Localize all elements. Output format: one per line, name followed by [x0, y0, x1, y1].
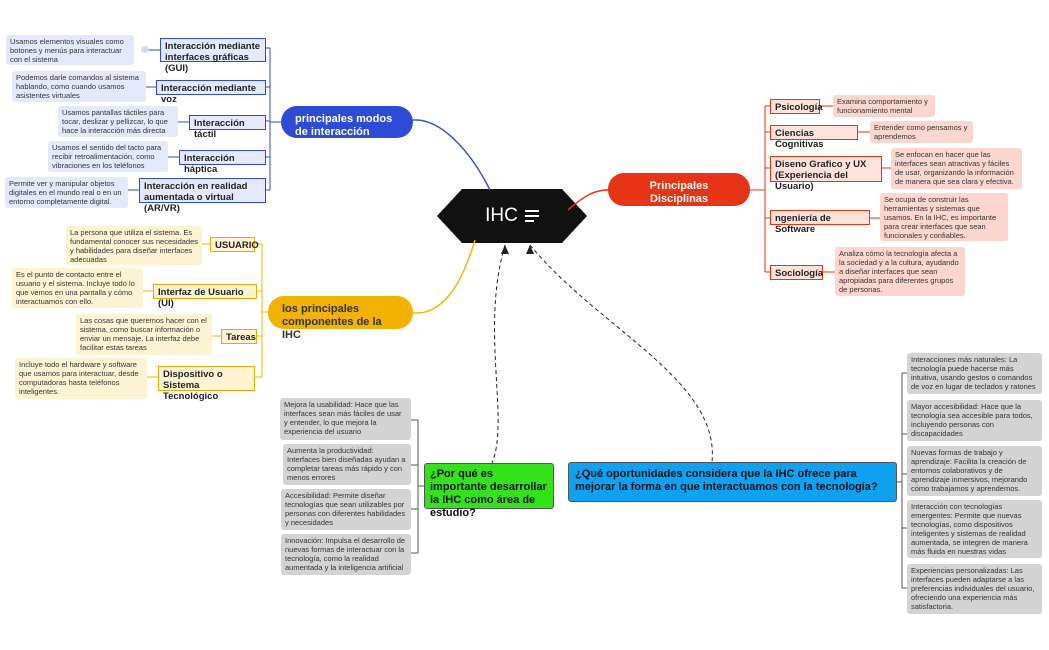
note-ui: Es el punto de contacto entre el usuario…: [12, 268, 143, 308]
branch-why[interactable]: ¿Por qué es importante desarrollar la IH…: [424, 463, 554, 519]
topic-arvr[interactable]: Interacción en realidad aumentada o virt…: [139, 178, 266, 214]
note-why-usabilidad: Mejora la usabilidad: Hace que las inter…: [280, 398, 411, 440]
topic-software[interactable]: ngeniería de Software: [770, 210, 870, 235]
link-opportunities: [529, 244, 713, 463]
topic-sociologia[interactable]: Sociología: [770, 265, 823, 280]
link-disciplines: [567, 189, 609, 211]
topic-ux[interactable]: Diseno Grafico y UX (Experiencia del Usu…: [770, 156, 882, 192]
note-gui: Usamos elementos visuales como botones y…: [6, 35, 134, 65]
note-ux: Se enfocan en hacer que las interfaces s…: [891, 148, 1022, 189]
note-opp-trabajo: Nuevas formas de trabajo y aprendizaje: …: [907, 446, 1042, 496]
topic-gui[interactable]: Interacción mediante interfaces gráficas…: [160, 38, 266, 74]
note-why-productividad: Aumenta la productividad: Interfaces bie…: [283, 444, 411, 485]
note-opp-emergentes: Interacción con tecnologías emergentes: …: [907, 500, 1042, 558]
topic-psicologia[interactable]: Psicología: [770, 99, 823, 114]
link-components: [412, 239, 476, 314]
note-opp-accesibilidad: Mayor accesibilidad: Hace que la tecnolo…: [907, 400, 1042, 441]
central-title: IHC: [485, 205, 518, 226]
topic-haptica[interactable]: Interacción háptica: [179, 150, 266, 175]
topic-dispositivo[interactable]: Dispositivo o Sistema Tecnológico: [158, 366, 255, 402]
note-tareas: Las cosas que queremos hacer con el sist…: [76, 314, 212, 355]
note-dispositivo: Incluye todo el hardware y software que …: [15, 358, 147, 399]
note-software: Se ocupa de construir las herramientas y…: [880, 193, 1008, 241]
collapse-dot[interactable]: [141, 46, 149, 53]
note-why-accesibilidad: Accesibilidad: Permite diseñar tecnologí…: [281, 489, 411, 530]
note-voz: Podemos darle comandos al sistema hablan…: [12, 71, 146, 102]
note-usuario: La persona que utiliza el sistema. Es fu…: [66, 226, 202, 265]
menu-icon: [524, 207, 539, 225]
topic-cognitivas[interactable]: Ciencias Cognitivas: [770, 125, 858, 150]
link-modes: [412, 119, 491, 191]
branch-disciplines[interactable]: Principales Disciplinas Relacionadas con…: [608, 173, 750, 231]
link-why: [491, 244, 506, 464]
note-why-innovacion: Innovación: Impulsa el desarrollo de nue…: [281, 534, 411, 575]
center-shape: [437, 189, 587, 243]
note-opp-personalizadas: Experiencias personalizadas: Las interfa…: [907, 564, 1042, 614]
topic-voz[interactable]: Interacción mediante voz: [156, 80, 266, 105]
note-cognitivas: Entender como pensamos y aprendemos: [870, 121, 973, 143]
topic-tareas[interactable]: Tareas: [221, 329, 257, 344]
branch-opportunities[interactable]: ¿Qué oportunidades considera que la IHC …: [568, 462, 897, 502]
central-topic[interactable]: IHC: [437, 189, 587, 243]
branch-components[interactable]: los principales componentes de la IHC: [268, 296, 413, 341]
note-haptica: Usamos el sentido del tacto para recibir…: [48, 141, 168, 172]
note-tactil: Usamos pantallas táctiles para tocar, de…: [58, 106, 178, 137]
branch-modes[interactable]: principales modos de interacción: [281, 106, 413, 138]
note-arvr: Permite ver y manipular objetos digitale…: [5, 177, 128, 208]
note-psicologia: Examina comportamiento y funcionamiento …: [833, 95, 935, 117]
topic-tactil[interactable]: Interacción táctil: [189, 115, 266, 140]
topic-ui[interactable]: Interfaz de Usuario (UI): [153, 284, 257, 309]
topic-usuario[interactable]: USUARIO: [210, 237, 259, 252]
note-opp-naturales: Interacciones más naturales: La tecnolog…: [907, 353, 1042, 394]
note-sociologia: Analiza cómo la tecnología afecta a la s…: [835, 247, 965, 296]
